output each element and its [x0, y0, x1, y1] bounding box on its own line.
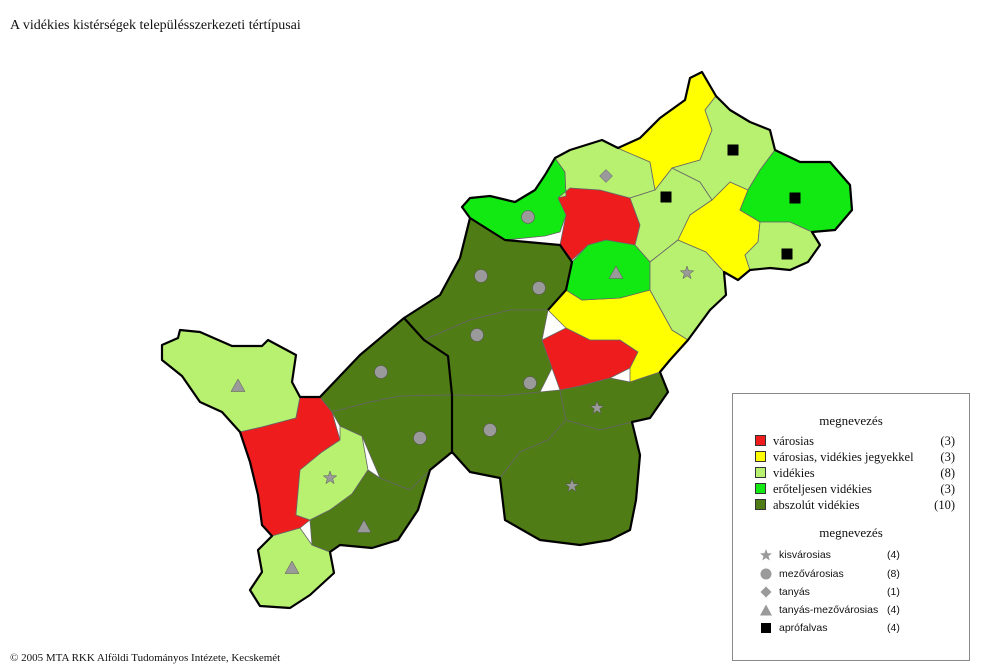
star-marker-icon	[564, 478, 580, 493]
legend-category-row: városias, vidékies jegyekkel (3)	[755, 450, 955, 464]
circle-marker-icon	[523, 376, 537, 390]
star-icon	[760, 549, 772, 561]
square-icon	[761, 623, 771, 633]
legend-symbol-row: tanyás (1)	[759, 585, 900, 599]
inner-border-north	[469, 217, 574, 311]
circle-marker-icon	[474, 269, 488, 283]
legend-category-row: vidékies (8)	[755, 466, 955, 480]
diamond-marker-icon	[599, 169, 613, 183]
copyright-footer: © 2005 MTA RKK Alföldi Tudományos Intéze…	[10, 652, 281, 664]
triangle-marker-icon	[230, 378, 246, 392]
swatch-abszolut-videkies	[755, 499, 766, 510]
legend-category-label: erőteljesen vidékies	[773, 482, 872, 496]
circle-marker-icon	[532, 281, 546, 295]
legend: megnevezés városias (3) városias, vidéki…	[732, 393, 970, 661]
legend-symbol-row: mezővárosias (8)	[759, 567, 900, 581]
inner-border-west	[403, 317, 454, 452]
legend-symbol-row: kisvárosias (4)	[759, 548, 900, 562]
map-title: A vidékies kistérségek településszerkeze…	[10, 18, 301, 33]
star-marker-icon	[322, 470, 338, 485]
legend-category-label: abszolút vidékies	[773, 498, 860, 512]
swatch-videkies	[755, 467, 766, 478]
star-marker-icon	[589, 400, 605, 415]
county-borders	[160, 70, 854, 610]
outer-border	[160, 70, 854, 610]
legend-symbol-label: tanyás	[779, 586, 810, 598]
circle-marker-icon	[413, 431, 427, 445]
legend-category-count: (8)	[940, 466, 955, 480]
legend-category-count: (10)	[934, 498, 955, 512]
legend-symbol-row: tanyás-mezővárosias (4)	[759, 603, 900, 617]
map-symbols	[230, 144, 801, 574]
circle-marker-icon	[483, 423, 497, 437]
legend-symbol-label: mezővárosias	[779, 568, 844, 580]
legend-symbols-heading: megnevezés	[819, 525, 883, 540]
triangle-marker-icon	[284, 560, 300, 574]
legend-category-label: városias	[773, 434, 814, 448]
swatch-varosias-jegyekkel	[755, 451, 766, 462]
square-marker-icon	[789, 192, 801, 204]
circle-marker-icon	[521, 210, 535, 224]
legend-category-count: (3)	[940, 434, 955, 448]
triangle-marker-icon	[608, 265, 624, 279]
swatch-eroteljesen-videkies	[755, 483, 766, 494]
circle-icon	[760, 568, 772, 580]
swatch-varosias	[755, 435, 766, 446]
legend-symbol-label: tanyás-mezővárosias	[779, 604, 879, 616]
legend-category-count: (3)	[940, 450, 955, 464]
legend-symbol-count: (4)	[887, 622, 900, 634]
legend-category-row: erőteljesen vidékies (3)	[755, 482, 955, 496]
legend-category-label: városias, vidékies jegyekkel	[773, 450, 914, 464]
square-marker-icon	[727, 144, 739, 156]
diamond-icon	[760, 586, 772, 598]
star-marker-icon	[679, 265, 695, 280]
legend-symbol-count: (1)	[887, 586, 900, 598]
legend-symbol-count: (4)	[887, 549, 900, 561]
triangle-icon	[760, 604, 772, 616]
legend-symbol-row: aprófalvas (4)	[759, 621, 900, 635]
legend-category-label: vidékies	[773, 466, 815, 480]
triangle-marker-icon	[356, 519, 372, 533]
circle-marker-icon	[470, 328, 484, 342]
legend-categories-heading: megnevezés	[819, 413, 883, 428]
legend-category-count: (3)	[940, 482, 955, 496]
legend-symbol-label: kisvárosias	[779, 549, 831, 561]
legend-symbol-label: aprófalvas	[779, 622, 828, 634]
legend-symbol-count: (8)	[887, 568, 900, 580]
legend-category-row: városias (3)	[755, 434, 955, 448]
legend-category-row: abszolút vidékies (10)	[755, 498, 955, 512]
square-marker-icon	[781, 248, 793, 260]
circle-marker-icon	[374, 365, 388, 379]
square-marker-icon	[660, 191, 672, 203]
legend-symbol-count: (4)	[887, 604, 900, 616]
